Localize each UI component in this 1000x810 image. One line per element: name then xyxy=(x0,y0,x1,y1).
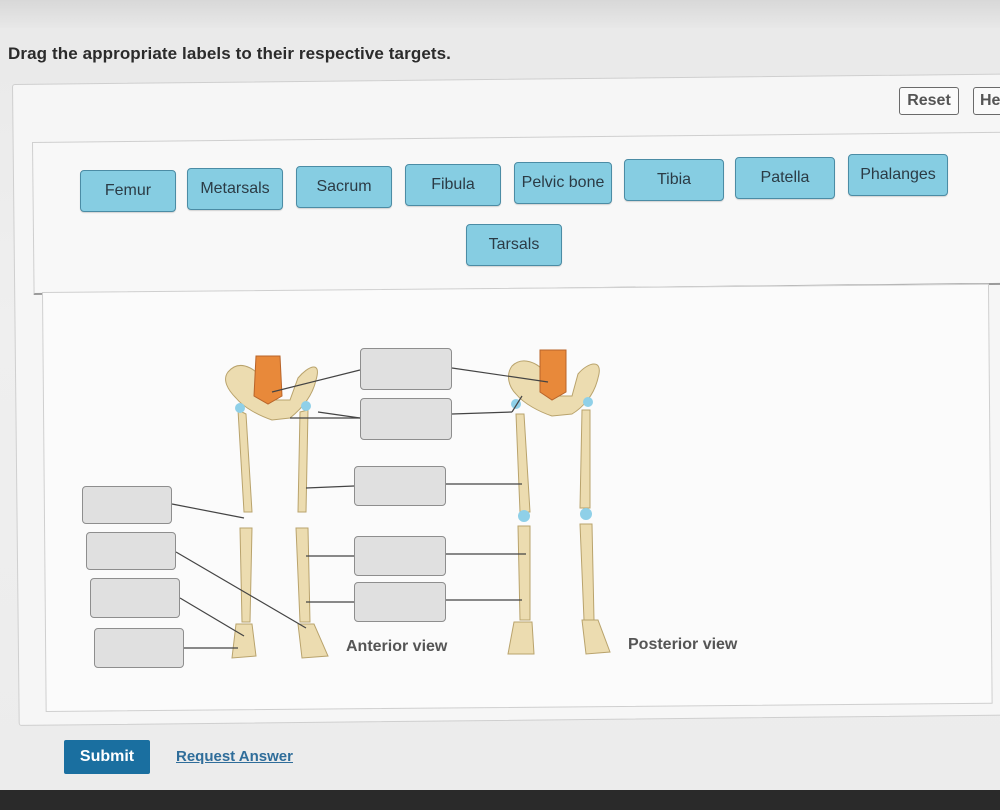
anterior-left-lower-leg xyxy=(239,527,253,623)
leader-line xyxy=(179,597,245,637)
leader-line xyxy=(175,551,307,629)
posterior-sacrum-shape xyxy=(539,349,567,401)
reset-button[interactable]: Reset xyxy=(899,87,959,115)
leader-line xyxy=(271,369,361,393)
anterior-right-lower-leg xyxy=(295,527,311,623)
label-chip-tarsals[interactable]: Tarsals xyxy=(466,224,562,266)
submit-button[interactable]: Submit xyxy=(64,740,150,774)
leader-line xyxy=(451,411,513,415)
page-header-strip xyxy=(0,0,1000,28)
drop-target-metatarsals-region[interactable] xyxy=(90,578,180,618)
anterior-hip-joint-left xyxy=(235,403,245,413)
drop-target-patella-region[interactable] xyxy=(82,486,172,524)
posterior-left-lower-leg xyxy=(517,525,531,621)
posterior-knee-joint-left xyxy=(518,510,530,522)
anterior-right-femur xyxy=(297,409,309,513)
posterior-right-foot xyxy=(581,619,611,655)
drop-target-pelvis-region[interactable] xyxy=(360,398,452,440)
anterior-left-femur xyxy=(237,409,253,513)
help-button[interactable]: He xyxy=(973,87,1000,115)
posterior-right-lower-leg xyxy=(579,523,595,621)
anterior-left-foot xyxy=(231,623,257,659)
anterior-right-foot xyxy=(297,623,329,659)
bottom-bar xyxy=(0,790,1000,810)
posterior-knee-joint-right xyxy=(580,508,592,520)
label-chip-sacrum[interactable]: Sacrum xyxy=(296,166,392,208)
label-chip-tibia[interactable]: Tibia xyxy=(624,159,724,201)
drop-target-femur-region[interactable] xyxy=(354,466,446,506)
leader-line xyxy=(317,411,361,419)
drop-target-sacrum-region[interactable] xyxy=(360,348,452,390)
label-chip-fibula[interactable]: Fibula xyxy=(405,164,501,206)
anterior-sacrum-shape xyxy=(253,355,283,405)
leader-line xyxy=(451,367,549,383)
label-chip-metarsals[interactable]: Metarsals xyxy=(187,168,283,210)
drop-target-fibula-region[interactable] xyxy=(354,582,446,622)
drop-target-phalanges-region[interactable] xyxy=(94,628,184,668)
leader-line xyxy=(171,503,245,519)
posterior-left-femur xyxy=(515,413,531,513)
request-answer-link[interactable]: Request Answer xyxy=(176,748,293,765)
label-chip-pelvic-bone[interactable]: Pelvic bone xyxy=(514,162,612,204)
label-chip-patella[interactable]: Patella xyxy=(735,157,835,199)
drop-target-tarsals-region[interactable] xyxy=(86,532,176,570)
leader-line xyxy=(511,395,523,413)
instructions-text: Drag the appropriate labels to their res… xyxy=(8,44,452,63)
label-chip-femur[interactable]: Femur xyxy=(80,170,176,212)
posterior-left-foot xyxy=(507,621,535,655)
anterior-view-label: Anterior view xyxy=(346,638,448,655)
leader-line xyxy=(305,485,355,489)
posterior-hip-joint-right xyxy=(583,397,593,407)
posterior-view-label: Posterior view xyxy=(628,636,738,653)
drop-target-tibia-region[interactable] xyxy=(354,536,446,576)
posterior-right-femur xyxy=(579,409,591,509)
label-chip-phalanges[interactable]: Phalanges xyxy=(848,154,948,196)
anterior-hip-joint-right xyxy=(301,401,311,411)
